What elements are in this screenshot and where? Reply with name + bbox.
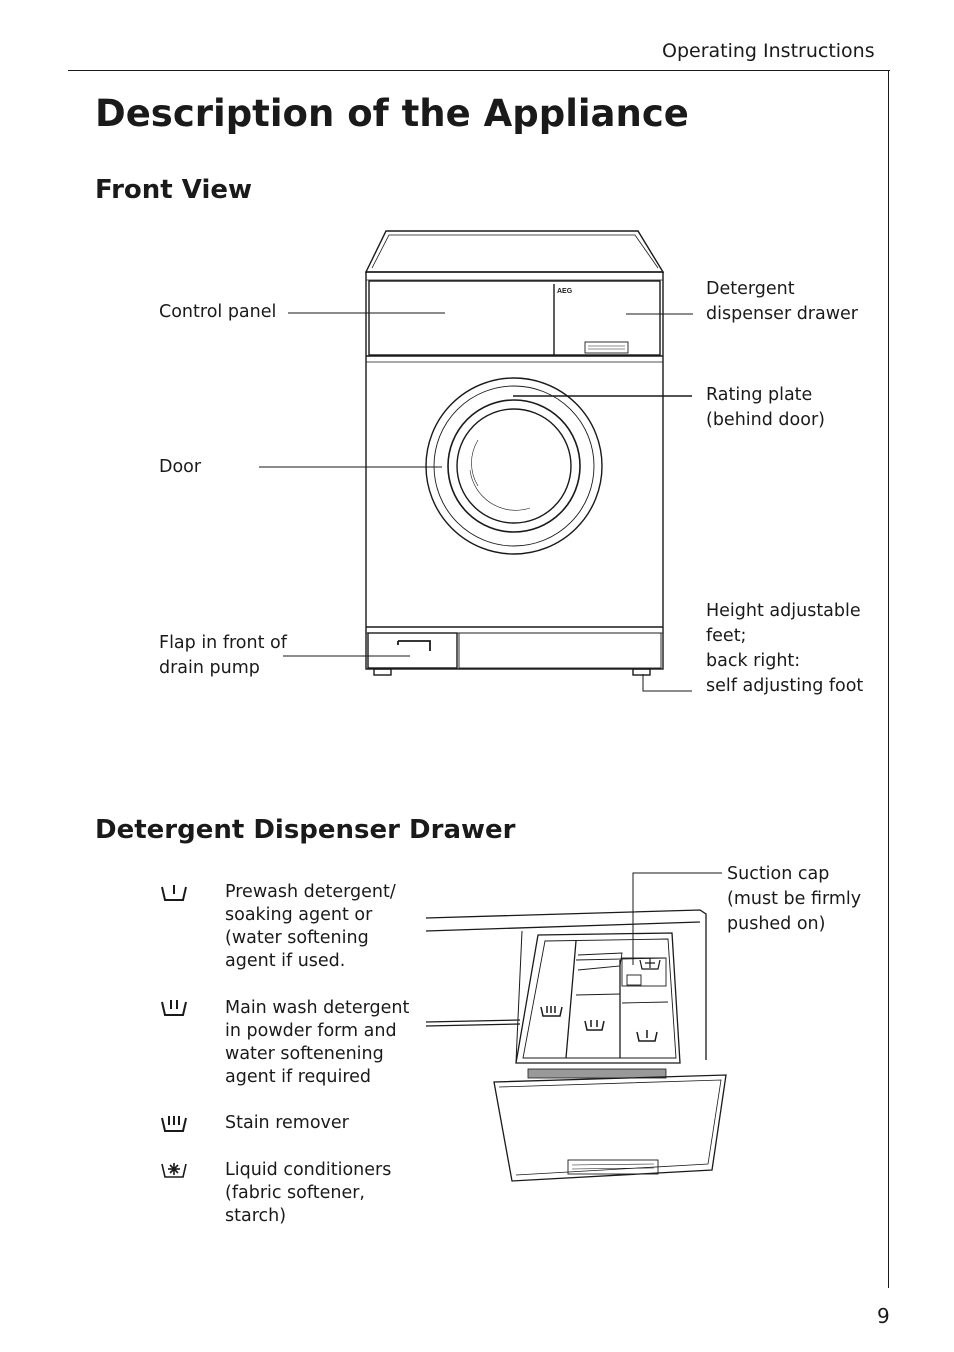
- legend-stain-remover: Stain remover: [225, 1113, 349, 1133]
- stain-remover-symbol-icon: [161, 1116, 187, 1132]
- label-detergent-drawer: Detergent dispenser drawer: [706, 279, 858, 324]
- label-adjustable-feet: Height adjustable feet; back right: self…: [706, 601, 864, 696]
- page-title: Description of the Appliance: [95, 92, 689, 135]
- drawer-front-handle: [567, 1159, 659, 1175]
- label-suction-cap: Suction cap (must be firmly pushed on): [727, 864, 862, 934]
- dispenser-heading: Detergent Dispenser Drawer: [95, 815, 516, 845]
- legend-conditioner: Liquid conditioners (fabric softener, st…: [225, 1160, 392, 1226]
- margin-rule: [888, 70, 889, 1288]
- front-foot-right: [632, 668, 651, 676]
- label-rating-plate: Rating plate (behind door): [706, 385, 825, 430]
- label-door: Door: [159, 457, 202, 477]
- drawer-front: [493, 1074, 727, 1182]
- drawer-handle: [584, 341, 629, 354]
- door-outer-ring: [425, 377, 603, 555]
- legend-main-wash: Main wash detergent in powder form and w…: [225, 998, 410, 1087]
- flap-grip: [397, 640, 431, 651]
- main-wash-symbol-icon: [161, 1000, 187, 1016]
- drawer-body: [515, 932, 681, 1064]
- washing-machine-illustration: AEG: [259, 230, 693, 692]
- brand-logo: AEG: [557, 288, 573, 295]
- label-control-panel: Control panel: [159, 302, 277, 322]
- label-drain-pump-flap: Flap in front of drain pump: [159, 633, 287, 678]
- suction-cap: [626, 974, 642, 986]
- front-foot-left: [373, 668, 392, 676]
- prewash-symbol-icon: [161, 885, 187, 901]
- conditioner-symbol-icon: [161, 1163, 187, 1178]
- header-rule: [68, 70, 890, 71]
- page-number: 9: [877, 1304, 890, 1328]
- machine-top-inner: [371, 234, 659, 269]
- door-glass-rim: [447, 399, 581, 533]
- machine-body: [365, 271, 664, 670]
- cabinet-top: [425, 909, 707, 1060]
- front-view-heading: Front View: [95, 175, 253, 205]
- door-glass: [456, 408, 572, 524]
- running-header: Operating Instructions: [662, 40, 875, 62]
- legend-prewash: Prewash detergent/ soaking agent or (wat…: [225, 882, 396, 971]
- control-panel-area: [368, 280, 661, 356]
- drain-pump-flap: [367, 632, 458, 669]
